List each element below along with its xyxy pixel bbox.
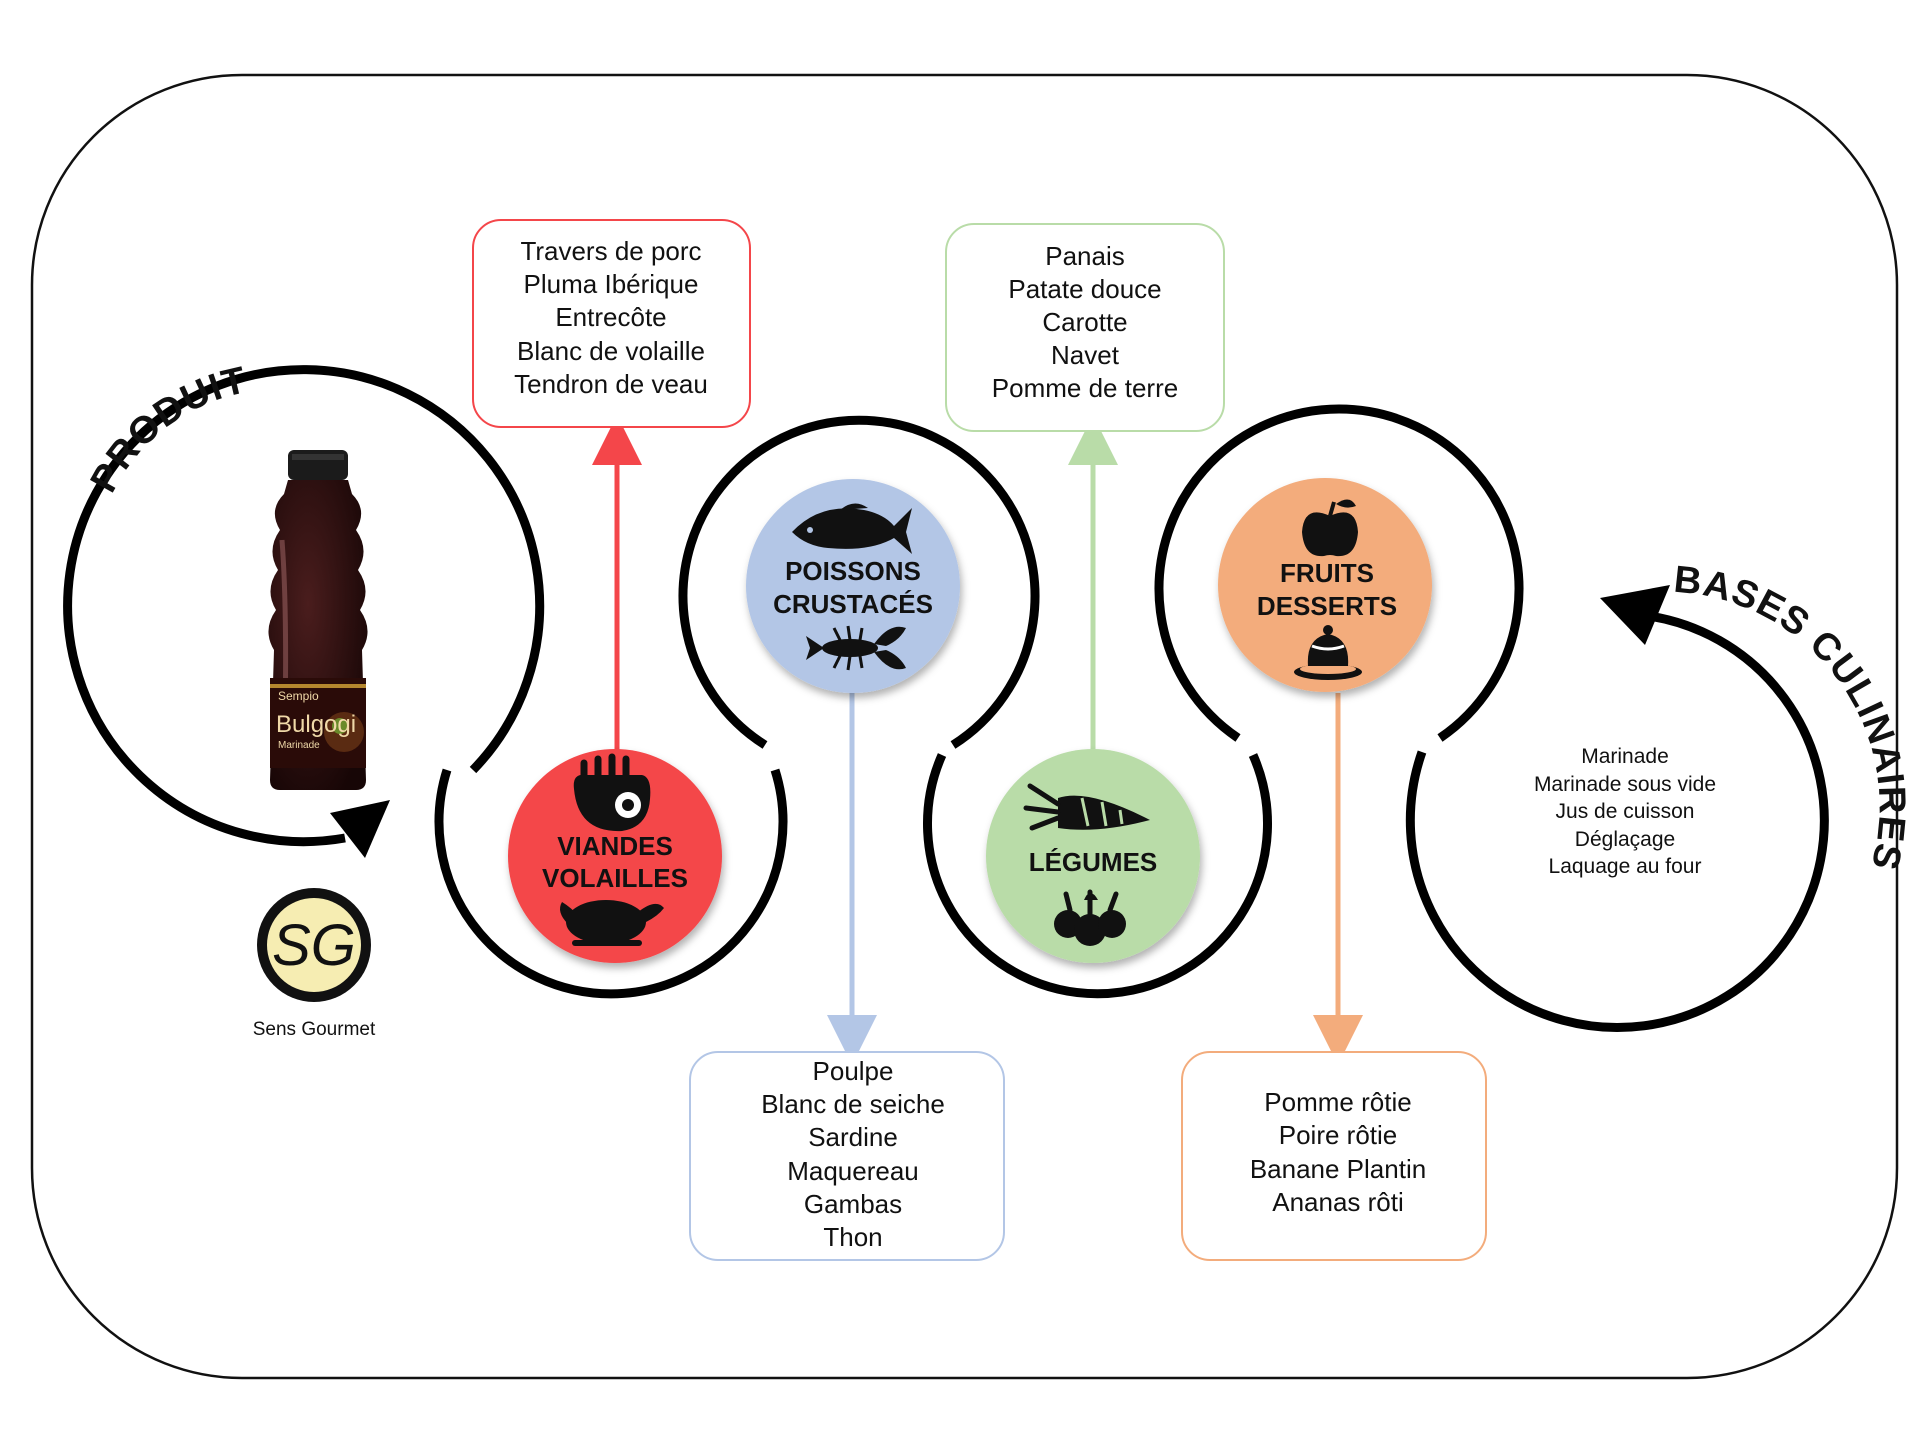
apple-icon <box>1302 499 1358 557</box>
bases-cycle-arc <box>1405 585 1829 1032</box>
wave-circle-viandes <box>434 768 788 999</box>
list-item: Entrecôte <box>555 302 666 332</box>
list-item: Gambas <box>804 1189 902 1219</box>
bases-items: Marinade Marinade sous vide Jus de cuiss… <box>1534 745 1716 878</box>
list-item: Pluma Ibérique <box>524 269 699 299</box>
list-item: Maquereau <box>787 1156 919 1186</box>
list-item: Laquage au four <box>1549 855 1702 878</box>
list-item: Pomme de terre <box>992 373 1178 403</box>
category-title-line1: POISSONS <box>785 556 921 586</box>
wave-circle-legumes <box>923 753 1272 999</box>
list-item: Banane Plantin <box>1250 1154 1426 1184</box>
fish-icon <box>792 503 912 554</box>
list-item: Pomme rôtie <box>1264 1087 1411 1117</box>
category-title-line2: CRUSTACÉS <box>773 589 933 619</box>
list-item: Ananas rôti <box>1272 1187 1404 1217</box>
wave-circle-poissons <box>678 415 1040 749</box>
poissons-items: Poulpe Blanc de seiche Sardine Maquereau… <box>761 1056 945 1252</box>
radish-icon <box>1054 889 1126 946</box>
produit-label: PRODUIT <box>83 359 251 499</box>
list-item: Marinade sous vide <box>1534 773 1716 796</box>
list-item: Carotte <box>1042 307 1127 337</box>
box-legumes <box>945 223 1225 432</box>
fruits-items: Pomme rôtie Poire rôtie Banane Plantin A… <box>1250 1087 1426 1217</box>
lobster-icon <box>806 625 906 671</box>
wave-circle-fruits <box>1154 404 1524 742</box>
list-item: Thon <box>823 1222 882 1252</box>
category-poissons: POISSONS CRUSTACÉS <box>746 479 960 693</box>
viandes-items: Travers de porc Pluma Ibérique Entrecôte… <box>514 236 708 399</box>
box-viandes <box>472 219 751 428</box>
list-item: Jus de cuisson <box>1556 800 1695 823</box>
list-item: Panais <box>1045 241 1125 271</box>
logo-monogram: SG <box>272 913 356 978</box>
category-fruits: FRUITS DESSERTS <box>1218 478 1432 692</box>
list-item: Marinade <box>1581 745 1669 768</box>
category-legumes: LÉGUMES <box>986 749 1200 963</box>
category-title-line1: VIANDES <box>557 831 673 861</box>
list-item: Travers de porc <box>520 236 701 266</box>
legumes-items: Panais Patate douce Carotte Navet Pomme … <box>992 241 1178 403</box>
list-item: Patate douce <box>1008 274 1161 304</box>
list-item: Poire rôtie <box>1279 1120 1398 1150</box>
sauce-bottle-image: Sempio Bulgogi Marinade <box>268 450 368 790</box>
outer-frame <box>30 73 1899 1380</box>
list-item: Navet <box>1051 340 1120 370</box>
list-item: Blanc de volaille <box>517 336 705 366</box>
bottle-brand: Sempio <box>278 689 319 703</box>
logo-name: Sens Gourmet <box>253 1019 376 1040</box>
produit-cycle-arc <box>63 365 545 858</box>
dessert-icon <box>1294 625 1362 680</box>
list-item: Poulpe <box>813 1056 894 1086</box>
category-title: LÉGUMES <box>1029 847 1158 877</box>
category-title-line1: FRUITS <box>1280 558 1374 588</box>
roast-chicken-icon <box>560 900 664 946</box>
category-title-line2: VOLAILLES <box>542 863 688 893</box>
list-item: Déglaçage <box>1575 828 1675 851</box>
category-viandes: VIANDES VOLAILLES <box>508 749 722 963</box>
box-poissons <box>689 1051 1005 1261</box>
carrot-icon <box>1023 783 1150 831</box>
pork-rack-icon <box>573 753 651 832</box>
list-item: Blanc de seiche <box>761 1089 945 1119</box>
category-title-line2: DESSERTS <box>1257 591 1397 621</box>
bottle-name: Bulgogi <box>276 711 356 738</box>
bottle-subtitle: Marinade <box>278 740 320 751</box>
box-fruits <box>1181 1051 1487 1261</box>
list-item: Sardine <box>808 1122 898 1152</box>
sg-logo: SG Sens Gourmet <box>253 888 376 1040</box>
list-item: Tendron de veau <box>514 369 708 399</box>
